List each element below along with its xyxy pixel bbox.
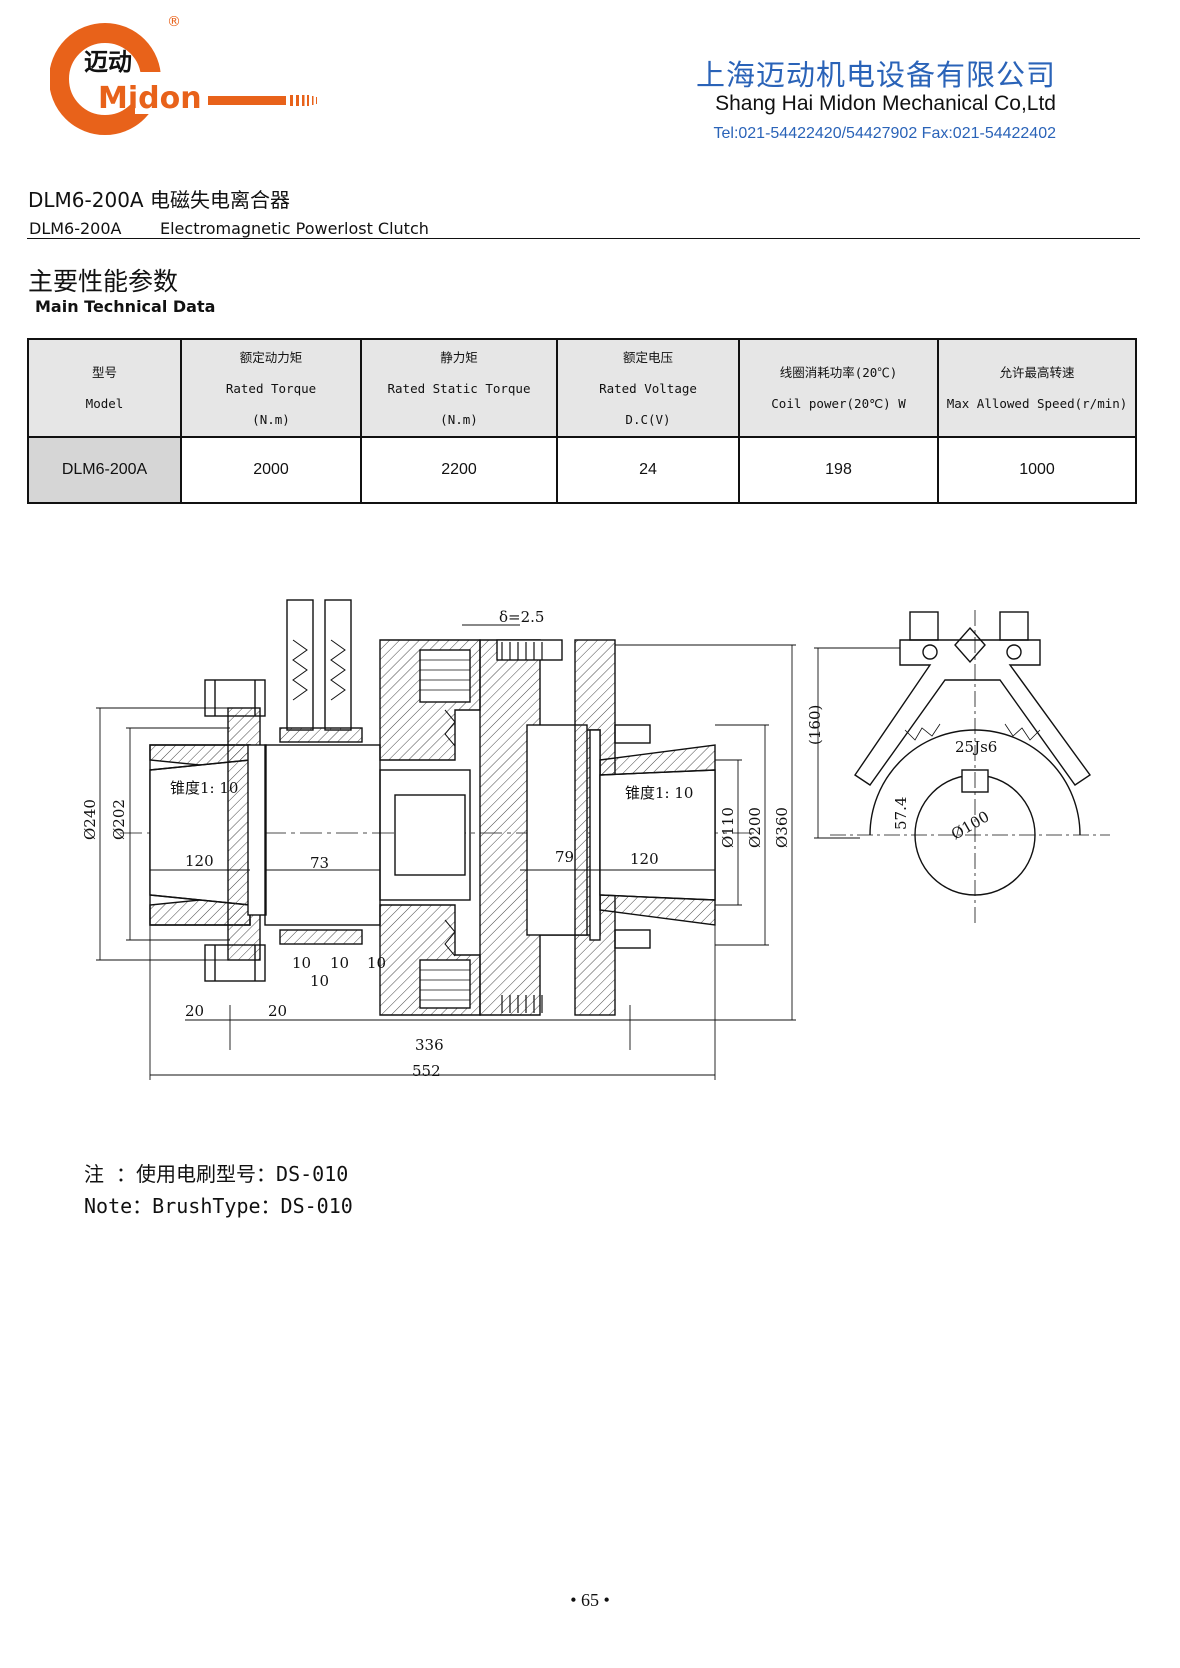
flange-bolts bbox=[204, 679, 266, 982]
page-number: • 65 • bbox=[570, 1590, 610, 1610]
dim-d360: Ø360 bbox=[773, 807, 791, 848]
dim-20-b: 20 bbox=[268, 1002, 287, 1020]
dim-552: 552 bbox=[412, 1062, 441, 1080]
dim-10-c: 10 bbox=[367, 954, 386, 972]
note-en: Note：BrushType：DS-010 bbox=[84, 1194, 353, 1218]
friction-discs bbox=[479, 639, 616, 1016]
dim-73: 73 bbox=[310, 854, 329, 872]
dim-10-d: 10 bbox=[310, 972, 329, 990]
dim-10-a: 10 bbox=[292, 954, 311, 972]
cell-coil-power: 198 bbox=[738, 436, 939, 504]
cell-rated-voltage: 24 bbox=[556, 436, 740, 504]
cell-rated-torque: 2000 bbox=[180, 436, 362, 504]
logo-text-en: Midon bbox=[98, 81, 202, 116]
company-logo: 迈动 Midon bbox=[50, 23, 317, 135]
dimension-lines bbox=[96, 624, 796, 1080]
brush-bracket-side-view bbox=[814, 610, 1110, 925]
dim-d110: Ø110 bbox=[719, 807, 737, 848]
dim-d240: Ø240 bbox=[81, 799, 99, 840]
dim-20-a: 20 bbox=[185, 1002, 204, 1020]
dim-taper-right: 锥度1: 10 bbox=[625, 784, 693, 802]
dim-d100: Ø100 bbox=[948, 807, 992, 843]
contact-line: Tel:021-54422420/54427902 Fax:021-544224… bbox=[713, 125, 1056, 142]
magnet-body bbox=[379, 639, 481, 1016]
product-name-en: Electromagnetic Powerlost Clutch bbox=[160, 219, 429, 238]
dim-d200: Ø200 bbox=[746, 807, 764, 848]
dim-delta: δ=2.5 bbox=[499, 608, 544, 626]
dim-57-4: 57.4 bbox=[892, 797, 910, 830]
company-name-en: Shang Hai Midon Mechanical Co,Ltd bbox=[715, 92, 1056, 115]
title-divider bbox=[27, 238, 1140, 239]
table-row: DLM6-200A 2000 2200 24 198 1000 bbox=[27, 436, 1137, 504]
left-hub bbox=[149, 707, 267, 961]
section-title-en: Main Technical Data bbox=[35, 297, 216, 316]
dim-160: (160) bbox=[806, 705, 824, 745]
note-cn: 注 ：使用电刷型号：DS-010 bbox=[84, 1162, 349, 1186]
product-model-en: DLM6-200A bbox=[29, 219, 122, 238]
cell-static-torque: 2200 bbox=[360, 436, 558, 504]
dim-key: 25Js6 bbox=[955, 738, 997, 756]
right-hub bbox=[599, 724, 716, 949]
clutch-drawing: δ=2.5 Ø240 Ø202 Ø110 Ø200 Ø360 锥度1: 10 锥… bbox=[81, 599, 1110, 1080]
company-name-cn: 上海迈动机电设备有限公司 bbox=[695, 58, 1056, 92]
section-title-cn: 主要性能参数 bbox=[28, 267, 179, 296]
dim-120-left: 120 bbox=[185, 852, 214, 870]
registered-mark: ® bbox=[167, 14, 181, 30]
logo-text-cn: 迈动 bbox=[84, 48, 132, 76]
dim-336: 336 bbox=[415, 1036, 444, 1054]
dim-120-right: 120 bbox=[630, 850, 659, 868]
dim-d202: Ø202 bbox=[110, 799, 128, 840]
brush-holders bbox=[279, 599, 363, 945]
dim-10-b: 10 bbox=[330, 954, 349, 972]
dim-taper-left: 锥度1: 10 bbox=[170, 779, 238, 797]
product-title-cn: DLM6-200A 电磁失电离合器 bbox=[28, 188, 290, 212]
dim-79: 79 bbox=[555, 848, 574, 866]
cell-max-speed: 1000 bbox=[937, 436, 1137, 504]
cell-model: DLM6-200A bbox=[27, 436, 182, 504]
header-coil-power: 线圈消耗功率(20℃)Coil power(20℃) W bbox=[738, 338, 939, 438]
